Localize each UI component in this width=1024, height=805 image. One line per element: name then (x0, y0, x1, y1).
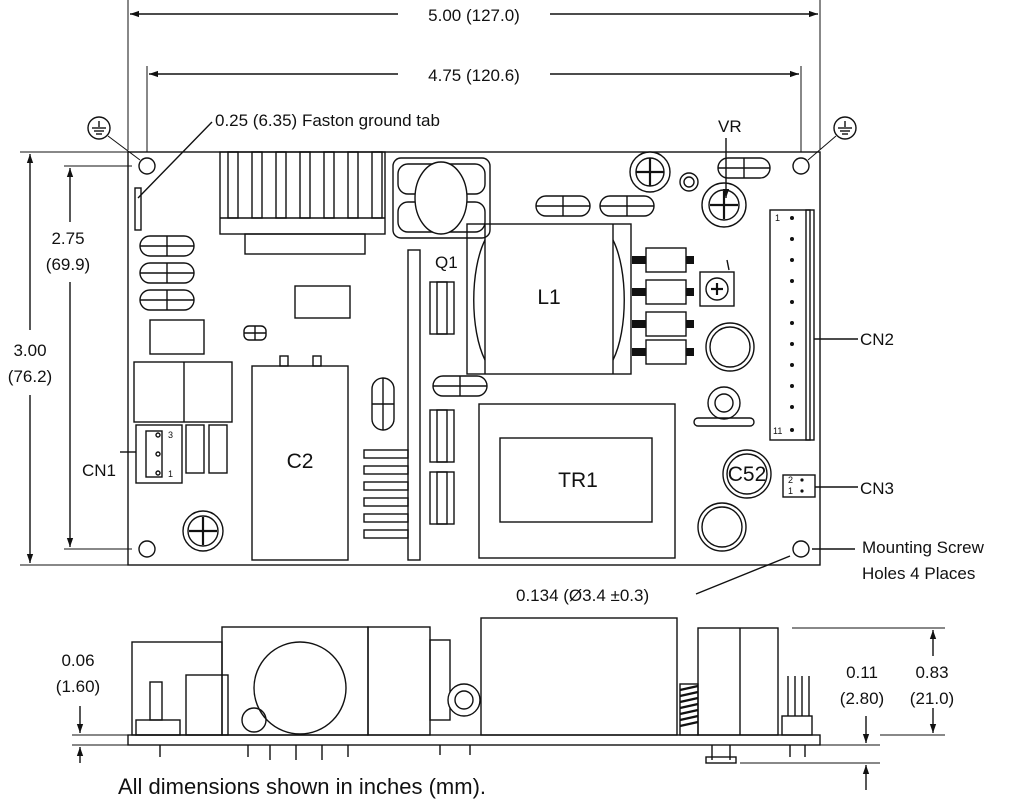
mounting-line2-label: Holes 4 Places (862, 564, 975, 583)
c52-capacitor: C52 (722, 449, 772, 499)
overall-height-dimension: 3.00 (76.2) (8, 151, 128, 566)
mounting-hole-bottom-right (792, 540, 810, 558)
top-view-board: 3 1 CN1 C2 (82, 117, 894, 566)
ground-symbol-left-icon (87, 116, 141, 161)
overall-depth-mm-label: (21.0) (910, 689, 954, 708)
lead-length-dimension: 0.11 (2.80) (740, 663, 884, 790)
hole-spacing-height-mm-label: (69.9) (46, 255, 90, 274)
mounting-line1-label: Mounting Screw (862, 538, 985, 557)
lead-length-mm-label: (2.80) (840, 689, 884, 708)
cn3-pin-bottom-label: 1 (788, 486, 793, 496)
faston-label: 0.25 (6.35) Faston ground tab (215, 111, 440, 130)
vr-potentiometer: VR (701, 117, 747, 228)
capacitor-bottom-left (182, 510, 224, 552)
c2-label: C2 (287, 450, 314, 473)
cn1-pin-bottom-label: 1 (168, 469, 173, 479)
mounting-screw-callout: Mounting Screw Holes 4 Places (812, 538, 985, 583)
overall-width-label: 5.00 (127.0) (428, 6, 520, 25)
lead-length-in-label: 0.11 (846, 663, 878, 682)
opto-array (632, 247, 694, 365)
hole-diameter-callout: 0.134 (Ø3.4 ±0.3) (516, 555, 791, 605)
dimensions-footnote: All dimensions shown in inches (mm). (118, 774, 486, 799)
capacitor-top-right (629, 151, 671, 193)
hole-spacing-width-dimension: 4.75 (120.6) (146, 66, 802, 152)
toroid-coil (693, 386, 755, 427)
cn2-label: CN2 (860, 330, 894, 349)
l1-inductor: L1 (466, 223, 632, 375)
c2-capacitor: C2 (251, 355, 349, 561)
cn2-connector: 1 11 CN2 (769, 209, 894, 441)
q1-label: Q1 (435, 253, 458, 272)
mounting-hole-top-left (138, 157, 156, 175)
hole-spacing-height-in-label: 2.75 (51, 229, 84, 248)
hole-spacing-width-label: 4.75 (120.6) (428, 66, 520, 85)
hole-diameter-label: 0.134 (Ø3.4 ±0.3) (516, 586, 649, 605)
cn2-pin-top-label: 1 (775, 213, 780, 223)
c52-label: C52 (728, 463, 767, 486)
fuse-group-left (139, 235, 205, 355)
pcb-thickness-dimension: 0.06 (1.60) (56, 651, 128, 763)
hole-spacing-height-dimension: 2.75 (69.9) (46, 165, 132, 550)
cn3-pin-top-label: 2 (788, 475, 793, 485)
cn1-connector: 3 1 CN1 (82, 424, 183, 484)
ground-symbol-right-icon (807, 116, 857, 161)
side-view (127, 617, 821, 764)
overall-width-dimension: 5.00 (127.0) (127, 0, 821, 150)
tr1-transformer: TR1 (478, 403, 676, 559)
cn3-connector: 2 1 CN3 (782, 474, 894, 498)
pcb-thickness-in-label: 0.06 (61, 651, 94, 670)
heatsink-vertical (363, 249, 421, 561)
pcb-thickness-mm-label: (1.60) (56, 677, 100, 696)
mounting-hole-bottom-left (138, 540, 156, 558)
overall-height-mm-label: (76.2) (8, 367, 52, 386)
overall-height-in-label: 3.00 (13, 341, 46, 360)
l1-label: L1 (537, 286, 560, 309)
overall-depth-dimension: 0.83 (21.0) (792, 627, 954, 736)
mounting-hole-top-right (792, 157, 810, 175)
vr-label: VR (718, 117, 742, 136)
cn1-pin-top-label: 3 (168, 430, 173, 440)
side-spring-coil (679, 683, 699, 736)
input-choke (392, 157, 491, 239)
cn1-label: CN1 (82, 461, 116, 480)
faston-callout: 0.25 (6.35) Faston ground tab (137, 111, 440, 199)
trim-pot (699, 259, 735, 307)
cn2-pin-bottom-label: 11 (773, 426, 782, 436)
overall-depth-in-label: 0.83 (915, 663, 948, 682)
cn3-label: CN3 (860, 479, 894, 498)
tr1-label: TR1 (558, 469, 598, 492)
heatsink-top (219, 151, 386, 255)
